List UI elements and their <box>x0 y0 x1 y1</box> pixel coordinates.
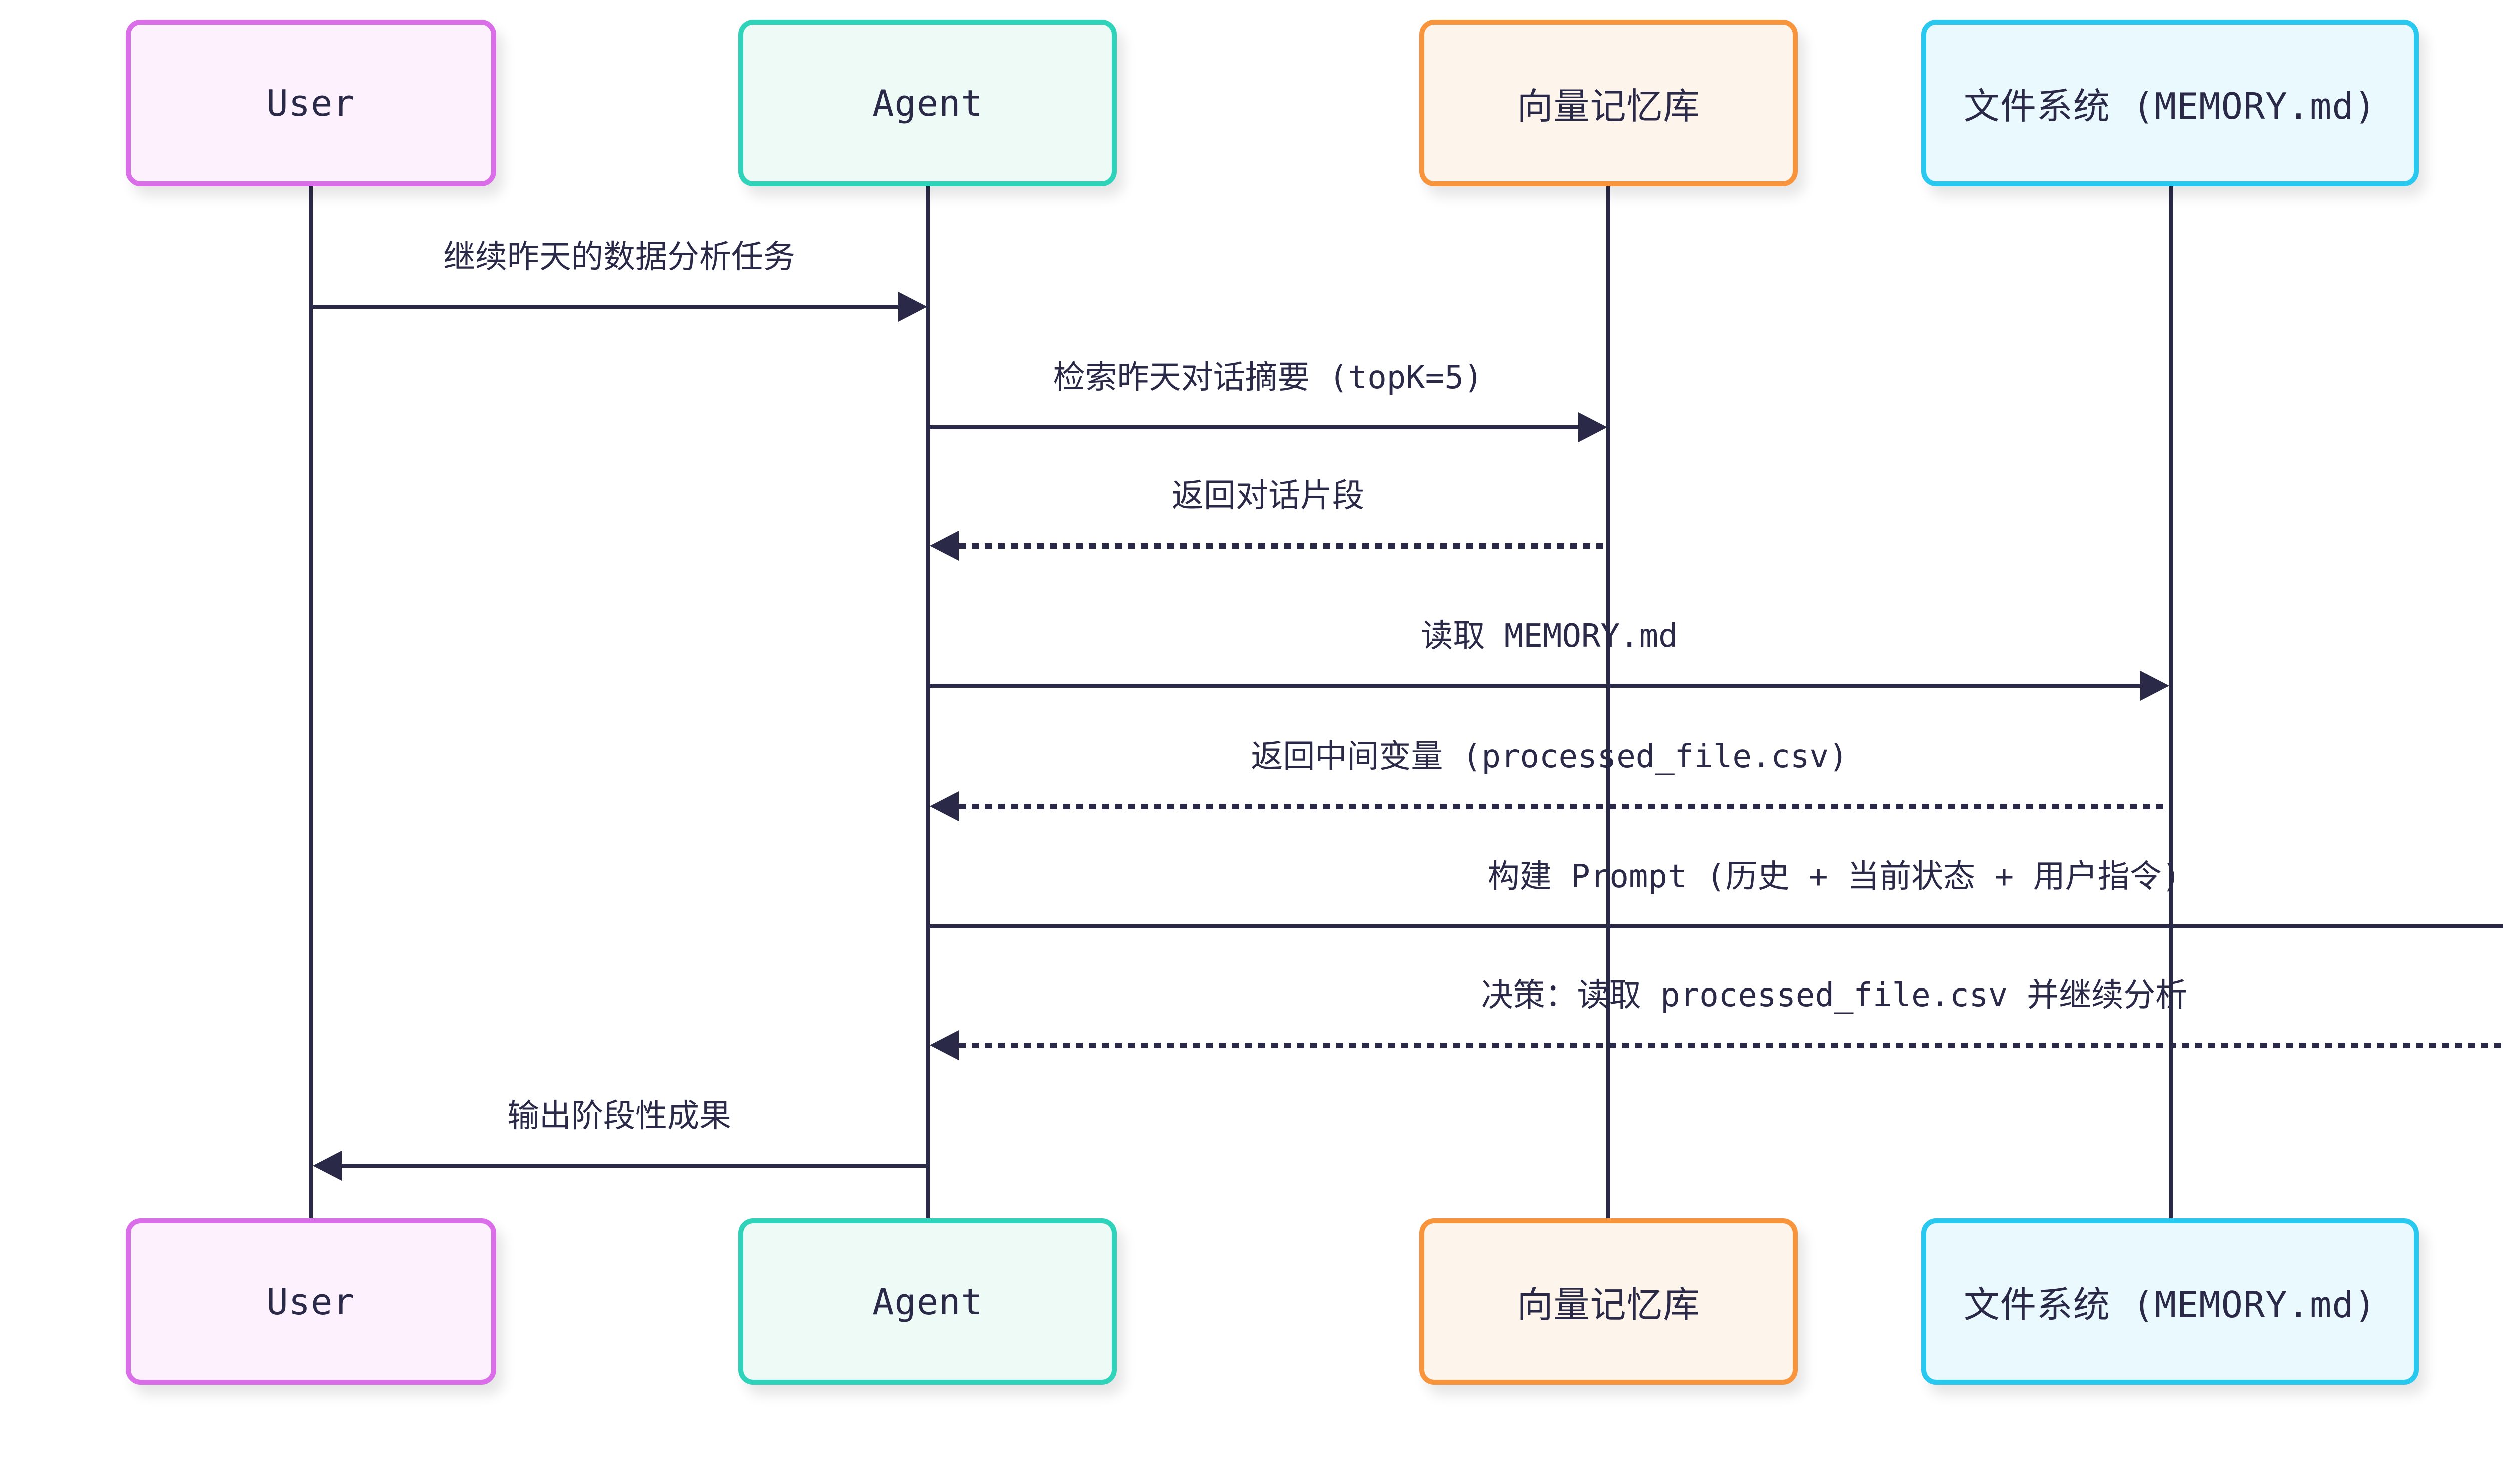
message-label: 继续昨天的数据分析任务 <box>443 239 795 276</box>
actor-agent-bottom: Agent <box>738 1218 1117 1385</box>
message-line <box>313 305 900 309</box>
message-line-dotted <box>959 1043 2503 1048</box>
message-line <box>930 924 2503 928</box>
message-label: 读取 MEMORY.md <box>1421 618 1678 655</box>
lifeline-agent <box>926 185 930 1220</box>
message-label: 输出阶段性成果 <box>507 1098 731 1135</box>
arrowhead-left-icon <box>930 791 959 821</box>
message-line-dotted <box>959 543 1606 549</box>
message-label: 检索昨天对话摘要 (topK=5) <box>1053 359 1483 396</box>
arrowhead-left-icon <box>930 1030 959 1060</box>
actor-user-bottom: User <box>126 1218 496 1385</box>
lifeline-vector-memory <box>1606 185 1610 1220</box>
message-label: 返回对话片段 <box>1172 477 1364 515</box>
actor-filesystem-top: 文件系统 (MEMORY.md) <box>1921 20 2419 186</box>
actor-user-top: User <box>126 20 496 186</box>
arrowhead-left-icon <box>313 1151 342 1181</box>
actor-vector-memory-top: 向量记忆库 <box>1419 20 1798 186</box>
message-line <box>342 1164 926 1168</box>
message-label: 返回中间变量 (processed_file.csv) <box>1250 738 1848 775</box>
lifeline-user <box>309 185 313 1220</box>
actor-agent-top: Agent <box>738 20 1117 186</box>
actor-vector-memory-bottom: 向量记忆库 <box>1419 1218 1798 1385</box>
actor-filesystem-bottom: 文件系统 (MEMORY.md) <box>1921 1218 2419 1385</box>
message-label: 决策：读取 processed_file.csv 并继续分析 <box>1481 977 2188 1014</box>
arrowhead-right-icon <box>898 292 927 322</box>
message-line <box>930 425 1579 429</box>
arrowhead-right-icon <box>2140 671 2169 701</box>
lifeline-filesystem <box>2169 185 2173 1220</box>
message-line-dotted <box>959 804 2168 809</box>
message-label: 构建 Prompt (历史 + 当前状态 + 用户指令) <box>1487 858 2181 895</box>
arrowhead-left-icon <box>930 531 959 561</box>
arrowhead-right-icon <box>1578 412 1607 442</box>
message-line <box>930 684 2141 688</box>
